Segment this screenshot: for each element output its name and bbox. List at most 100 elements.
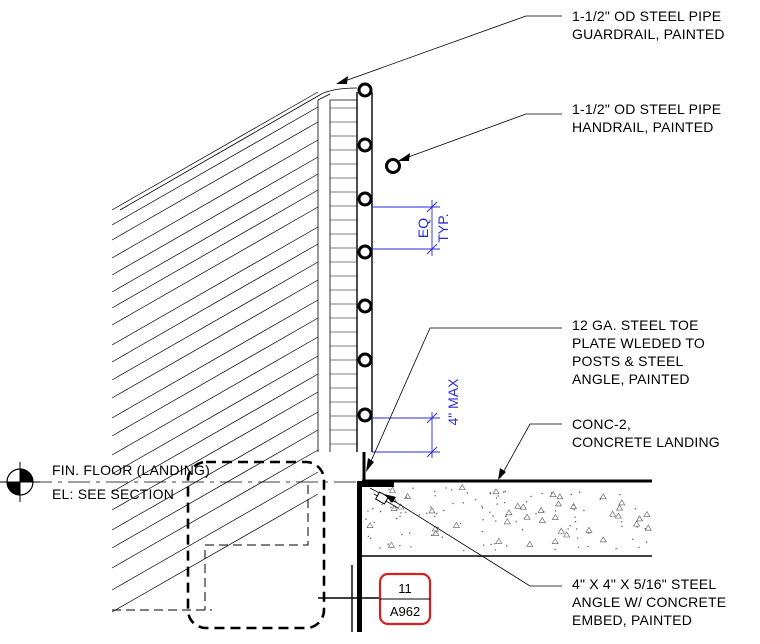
aggregate-mark	[428, 507, 436, 514]
detail-callout-boundary	[186, 460, 326, 630]
aggregate-mark	[482, 519, 484, 521]
stair-line	[111, 226, 319, 346]
aggregate-mark	[367, 535, 370, 538]
elevation-label: FIN. FLOOR (LANDING) EL: SEE SECTION	[52, 462, 210, 502]
aggregate-mark	[530, 495, 532, 498]
aggregate-mark	[496, 503, 498, 505]
aggregate-mark	[399, 544, 401, 547]
aggregate-mark	[490, 543, 492, 546]
aggregate-mark	[573, 508, 576, 511]
aggregate-mark	[405, 496, 408, 499]
aggregate-mark	[452, 521, 460, 528]
stair-line	[111, 373, 319, 493]
aggregate-mark	[585, 526, 593, 533]
arrow-icon	[336, 76, 348, 84]
aggregate-mark	[574, 516, 576, 518]
aggregate-mark	[554, 500, 562, 507]
aggregate-mark	[554, 548, 556, 551]
aggregate-mark	[557, 527, 565, 534]
aggregate-mark	[633, 520, 641, 527]
aggregate-mark	[538, 516, 546, 523]
aggregate-mark	[599, 498, 601, 501]
aggregate-mark	[396, 517, 398, 520]
stair-line	[111, 299, 319, 419]
stair-line	[111, 91, 319, 211]
aggregate-mark	[452, 502, 454, 505]
aggregate-mark	[619, 494, 621, 496]
stair-diagonal-lines	[111, 91, 319, 613]
elevation-marker-icon	[0, 462, 40, 502]
aggregate-mark	[401, 533, 403, 536]
stair-line	[111, 336, 319, 456]
aggregate-mark	[390, 506, 392, 509]
aggregate-mark	[609, 510, 617, 517]
aggregate-mark	[495, 520, 497, 522]
svg-text:PLATE WLEDED TO: PLATE WLEDED TO	[572, 335, 705, 351]
concrete-embed	[369, 487, 399, 509]
guardrail-sloped-rail	[119, 87, 358, 211]
arrow-icon	[384, 494, 396, 503]
stair-line	[111, 493, 319, 613]
aggregate-mark	[541, 492, 543, 495]
aggregate-mark	[412, 487, 414, 489]
aggregate-mark	[381, 503, 383, 506]
aggregate-mark	[494, 549, 496, 551]
aggregate-mark	[615, 547, 617, 550]
arrow-icon	[498, 468, 506, 480]
aggregate-mark	[574, 521, 577, 523]
eq-label: EQ	[415, 218, 431, 238]
aggregate-mark	[504, 490, 507, 493]
aggregate-mark	[551, 538, 559, 544]
aggregate-mark	[474, 499, 477, 501]
aggregate-mark	[523, 513, 531, 520]
svg-text:CONC-2,: CONC-2,	[572, 416, 631, 432]
note-concrete: CONC-2, CONCRETE LANDING	[572, 416, 720, 450]
aggregate-mark	[489, 511, 491, 513]
aggregate-mark	[644, 524, 652, 531]
aggregate-mark	[443, 509, 445, 512]
aggregate-mark	[497, 495, 499, 497]
aggregate-mark	[577, 546, 580, 548]
aggregate-mark	[519, 503, 527, 510]
detail-number: 11	[398, 581, 412, 596]
aggregate-mark	[615, 504, 624, 511]
stair-line	[111, 355, 319, 475]
stair-line	[111, 173, 319, 293]
aggregate-mark	[405, 511, 407, 513]
aggregate-mark	[379, 547, 381, 549]
aggregate-mark	[373, 521, 375, 524]
aggregate-mark	[434, 495, 436, 497]
aggregate-mark	[618, 499, 626, 506]
aggregate-mark	[569, 502, 577, 509]
aggregate-mark	[644, 527, 646, 530]
stair-line	[111, 471, 319, 591]
aggregate-mark	[634, 508, 637, 510]
rail-pipe-icon	[357, 298, 373, 314]
aggregate-mark	[537, 507, 545, 513]
aggregate-mark	[489, 492, 491, 494]
svg-text:1-1/2" OD STEEL PIPE: 1-1/2" OD STEEL PIPE	[572, 101, 721, 117]
aggregate-mark	[387, 543, 389, 545]
stair-line	[111, 411, 319, 531]
aggregate-mark	[514, 502, 522, 509]
max-label: 4" MAX	[445, 378, 461, 426]
aggregate-mark	[550, 492, 553, 494]
stair-line	[111, 139, 319, 259]
aggregate-mark	[388, 486, 396, 493]
note-handrail: 1-1/2" OD STEEL PIPE HANDRAIL, PAINTED	[572, 101, 721, 135]
aggregate-mark	[563, 531, 571, 538]
aggregate-mark	[521, 529, 524, 531]
aggregate-mark	[588, 532, 590, 534]
detail-tag: 11 A962	[378, 572, 432, 626]
aggregate-mark	[551, 513, 559, 520]
aggregate-mark	[583, 509, 585, 512]
aggregate-mark	[481, 530, 483, 533]
aggregate-mark	[543, 511, 545, 513]
aggregate-mark	[418, 514, 421, 516]
aggregate-mark	[404, 492, 412, 499]
svg-text:4" X 4" X 5/16" STEEL: 4" X 4" X 5/16" STEEL	[572, 576, 716, 592]
aggregate-mark	[434, 515, 436, 518]
stair-line	[111, 317, 319, 437]
aggregate-mark	[388, 488, 390, 491]
